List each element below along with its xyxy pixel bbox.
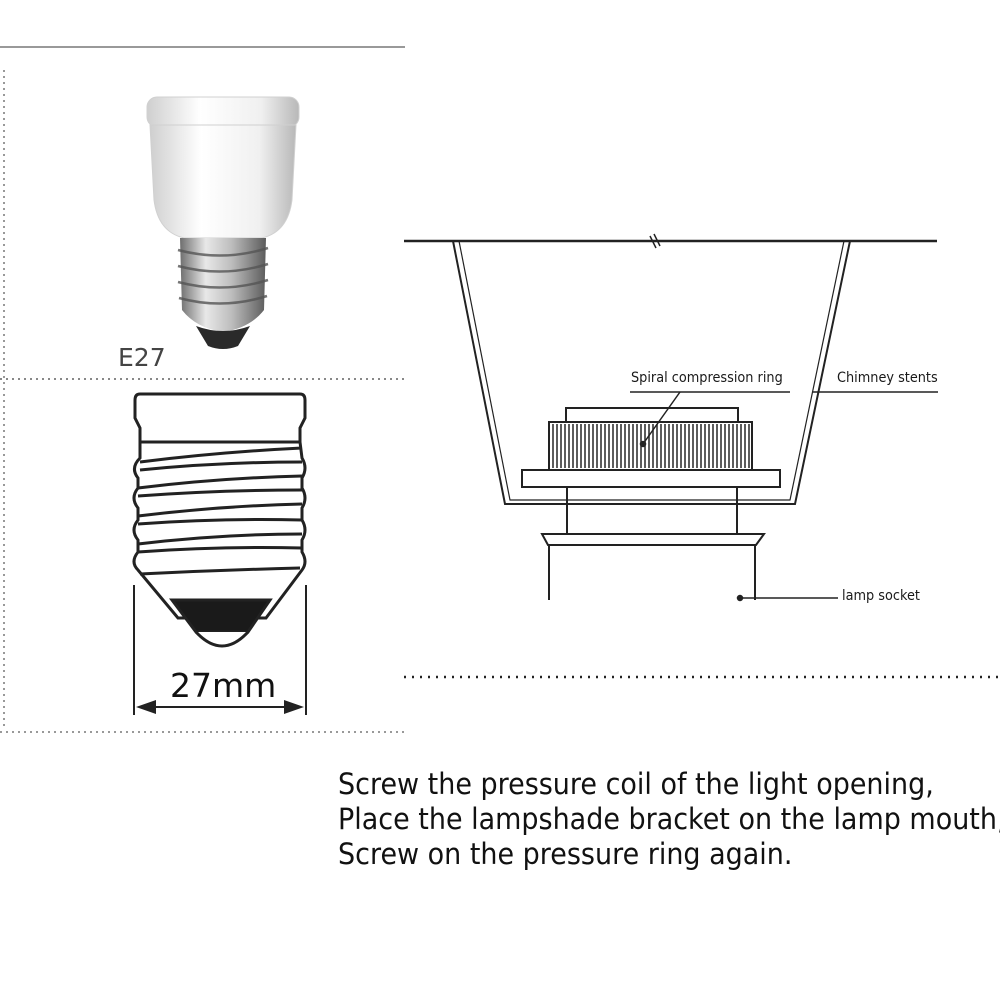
instruction-text: Screw the pressure coil of the light ope… xyxy=(338,767,1000,872)
leader-lines xyxy=(630,391,938,602)
spiral-ring-label: Spiral compression ring xyxy=(631,370,783,386)
instruction-line: Screw the pressure coil of the light ope… xyxy=(338,767,934,801)
e27-base-drawing xyxy=(132,392,307,648)
socket-label: lamp socket xyxy=(842,588,920,604)
chimney-label: Chimney stents xyxy=(837,370,938,386)
diameter-dimension xyxy=(133,585,307,715)
diameter-label: 27mm xyxy=(170,666,277,705)
instruction-line: Screw on the pressure ring again. xyxy=(338,837,793,871)
instruction-line: Place the lampshade bracket on the lamp … xyxy=(338,802,1000,836)
socket-type-label: E27 xyxy=(118,343,166,372)
e27-adapter-illustration xyxy=(146,96,300,349)
lampshade-diagram xyxy=(404,233,937,600)
